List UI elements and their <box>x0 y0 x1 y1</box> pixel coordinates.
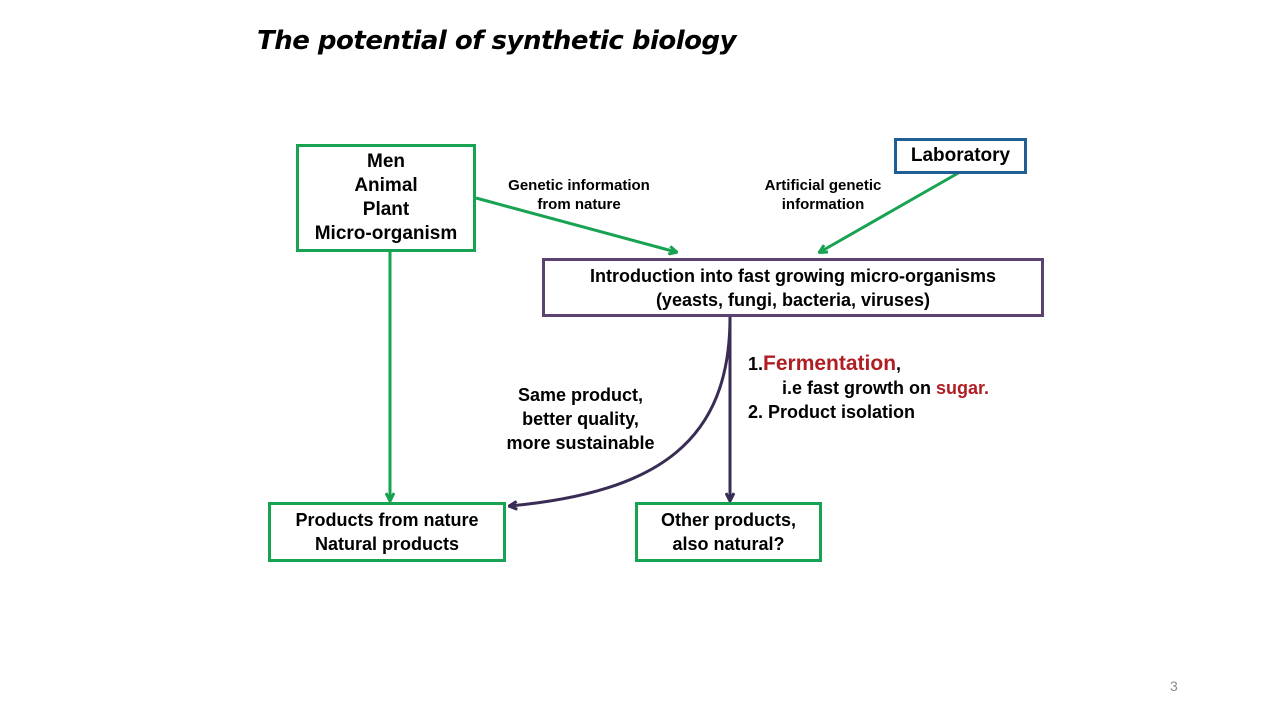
same-product-label: Same product, better quality, more susta… <box>488 383 673 455</box>
step-1: 1.Fermentation, <box>748 352 989 376</box>
genetic-label-line-2: from nature <box>537 196 621 213</box>
step-1-detail: i.e fast growth on sugar. <box>748 376 989 400</box>
introduction-line-1: Introduction into fast growing micro-org… <box>589 265 996 286</box>
laboratory-label: Laboratory <box>910 145 1011 166</box>
process-steps: 1.Fermentation, i.e fast growth on sugar… <box>748 352 989 424</box>
natural-products-line-2: Natural products <box>314 534 460 554</box>
genetic-label-line-1: Genetic information <box>508 177 650 194</box>
step-1-number: 1. <box>748 354 764 374</box>
source-micro-organism: Micro-organism <box>314 223 458 244</box>
artificial-genetic-label: Artificial genetic information <box>748 176 898 214</box>
natural-products-line-1: Products from nature <box>295 510 479 530</box>
page-number: 3 <box>1170 678 1178 694</box>
genetic-from-nature-label: Genetic information from nature <box>493 176 665 214</box>
fermentation-term: Fermentation <box>763 352 897 375</box>
sources-box: Men Animal Plant Micro-organism <box>296 144 476 252</box>
artificial-label-line-1: Artificial genetic <box>764 177 882 194</box>
natural-products-box: Products from nature Natural products <box>268 502 506 562</box>
laboratory-box: Laboratory <box>894 138 1027 174</box>
same-product-line-2: better quality, <box>522 409 639 429</box>
introduction-box: Introduction into fast growing micro-org… <box>542 258 1044 317</box>
arrow-intro-to-natural <box>510 316 732 506</box>
same-product-line-1: Same product, <box>517 385 644 405</box>
other-products-line-2: also natural? <box>672 534 785 554</box>
same-product-line-3: more sustainable <box>506 433 655 453</box>
step-1-detail-text: i.e fast growth on <box>782 378 937 398</box>
other-products-box: Other products, also natural? <box>635 502 822 562</box>
source-plant: Plant <box>362 199 410 220</box>
step-2: 2. Product isolation <box>748 402 916 422</box>
source-animal: Animal <box>354 175 418 196</box>
introduction-line-2: (yeasts, fungi, bacteria, viruses) <box>655 289 931 310</box>
source-men: Men <box>367 151 405 172</box>
sugar-term: sugar. <box>936 378 990 398</box>
slide-title: The potential of synthetic biology <box>257 26 737 56</box>
other-products-line-1: Other products, <box>660 510 796 530</box>
arrow-lab-to-intro <box>820 170 961 252</box>
artificial-label-line-2: information <box>781 196 865 213</box>
arrow-sources-to-intro <box>475 196 676 252</box>
step-1-comma: , <box>896 354 902 374</box>
